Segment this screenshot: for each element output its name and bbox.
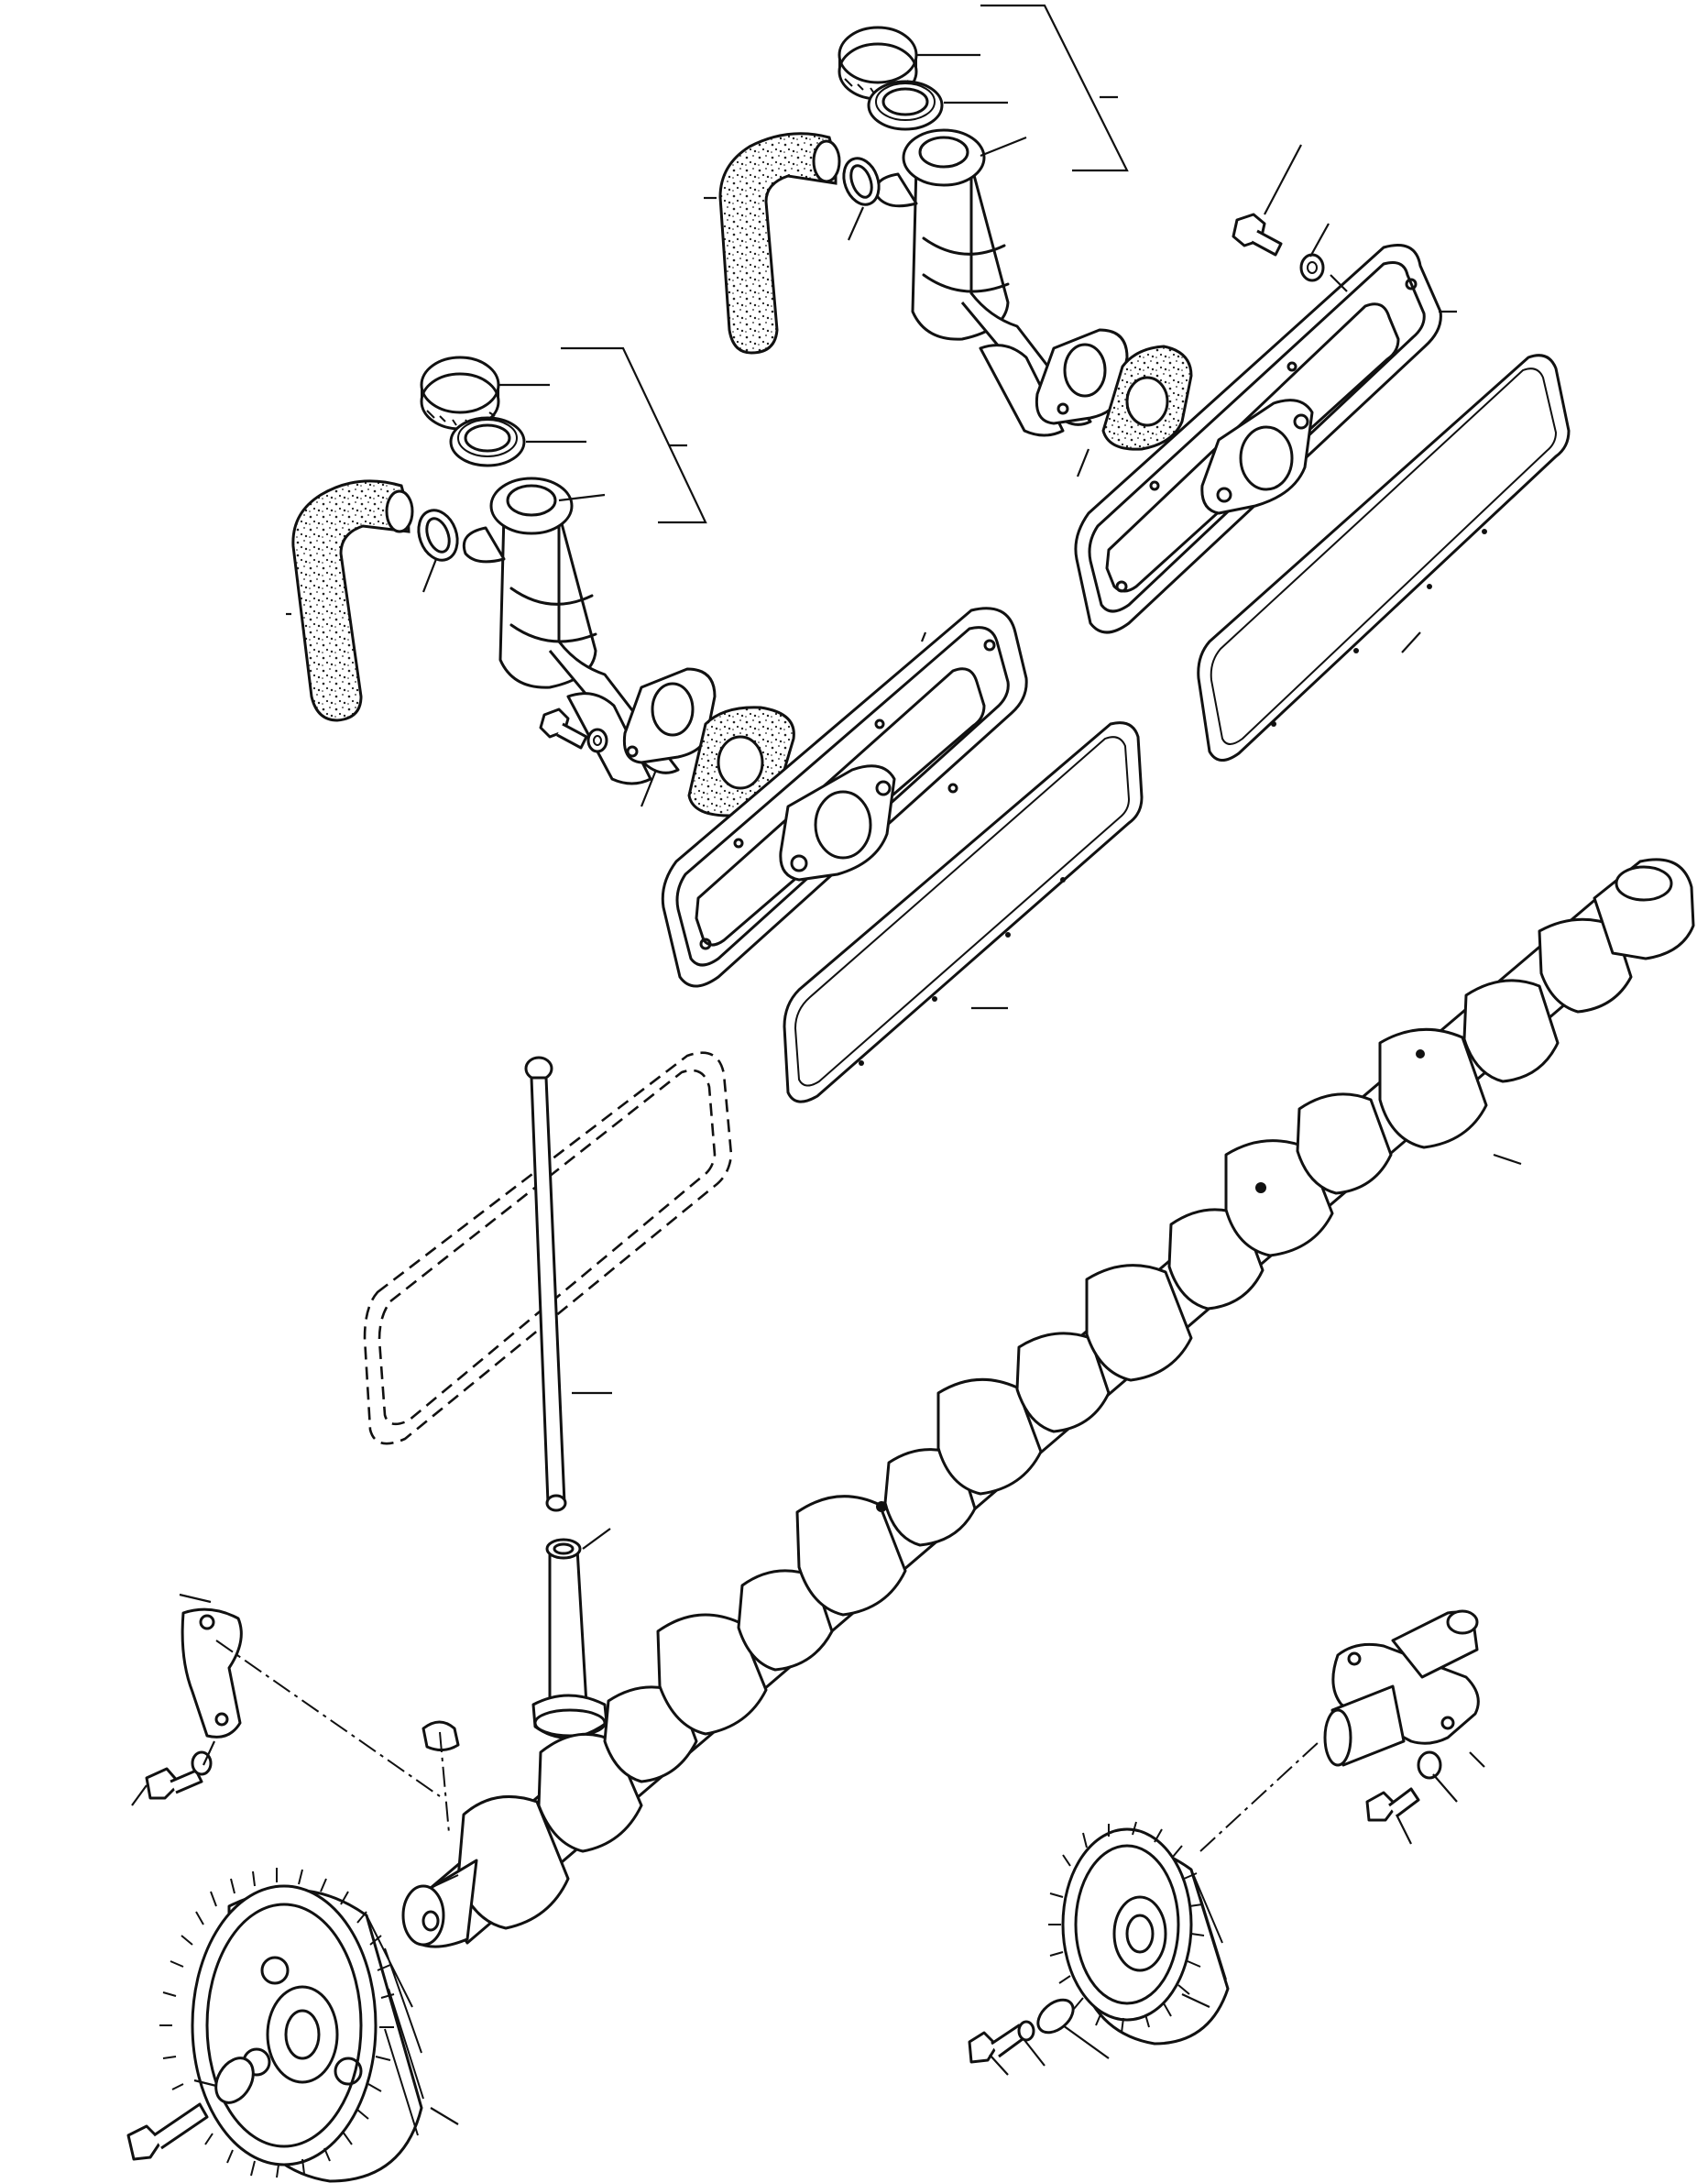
cap-lower [420,356,500,431]
side-cover-lower [661,607,1028,988]
leader-lines [131,4,1522,2125]
hose-clamp-upper [842,157,881,206]
breather-body-lower [462,477,680,785]
camshaft [401,858,1695,1948]
cover-gasket-lower [783,721,1144,1103]
thrust-plate [181,1607,243,1739]
hose-clamp-lower [417,509,459,562]
idler-gear [1048,1821,1230,2046]
push-rod [524,1056,567,1512]
lower-breather-assembly [291,356,1144,1103]
seal-upper [867,80,944,131]
idler-gear-teeth [1048,1821,1227,2034]
bolt-lower [539,708,588,750]
tappet [531,1538,608,1739]
hose-upper [718,132,841,355]
gear-washer [214,2057,255,2104]
idler-bolt [968,2020,1035,2064]
cam-gear [159,1868,424,2183]
cover-gasket-upper [1197,354,1571,762]
breather-flange-upper [1035,328,1129,425]
breather-gasket-upper [1101,345,1193,451]
alignment-lines [215,1640,1320,1852]
washer-lower [586,728,608,753]
idler-shaft-screw [1365,1750,1442,1822]
hose-lower [291,479,414,722]
camshaft-lobes [456,858,1695,1930]
upper-breather-assembly [718,26,1571,762]
seal-lower [449,416,526,467]
washer-upper [1299,253,1325,282]
bolt-upper [1232,213,1283,257]
gear-bolt [126,2102,209,2161]
dashed-cover-gasket [363,1051,733,1445]
thrust-plate-screw [145,1750,213,1800]
breather-flange-lower [622,667,717,764]
side-cover-upper [1074,244,1442,634]
idler-shaft [1323,1609,1480,1767]
